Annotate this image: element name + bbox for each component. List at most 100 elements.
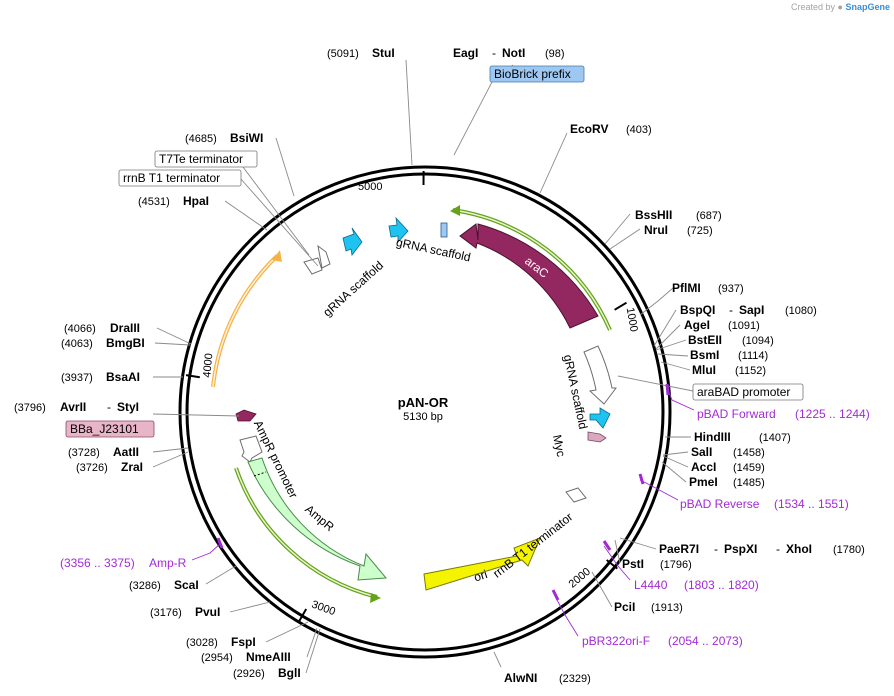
site-bsteii: BstEII (1094) (688, 333, 774, 347)
biobrick-prefix-label: BioBrick prefix (494, 67, 571, 81)
site-draiii-name: DraIII (110, 321, 140, 335)
site-bsiwi-pos: (4685) (185, 133, 217, 145)
site-ecorv-pos: (403) (626, 124, 652, 136)
site-avrii-styi: (3796) AvrII - StyI (14, 400, 139, 414)
primer-amp-r: (3356 .. 3375) Amp-R (60, 556, 187, 570)
site-paer7i-pos: (1780) (833, 544, 865, 556)
site-scai-pos: (3286) (129, 580, 161, 592)
site-avrii-sep: - (107, 400, 111, 414)
ampr-feature (247, 457, 388, 581)
rrnb-terminator-feature-top (317, 244, 331, 269)
site-bsshii-name: BssHII (635, 208, 672, 222)
site-eagi-name: EagI (453, 46, 478, 60)
site-mlui-pos: (1152) (735, 365, 766, 377)
credit-brand: SnapGene (845, 2, 890, 12)
site-pvui-pos: (3176) (150, 607, 182, 619)
arac-feature (459, 223, 599, 329)
t7te-terminator-feature (303, 257, 323, 275)
tick-label-2000: 2000 (567, 566, 593, 591)
site-sapi-name: SapI (739, 303, 764, 317)
site-fspi-name: FspI (231, 635, 256, 649)
tet-arc-inner (212, 255, 278, 388)
site-xhoi-name: XhoI (786, 542, 812, 556)
site-bsiwi-name: BsiWI (230, 131, 263, 145)
site-eagi-pos: (98) (545, 48, 565, 60)
site-pmei-pos: (1485) (733, 477, 765, 489)
primer-l4440: L4440 (1803 .. 1820) (634, 578, 759, 592)
site-bsaai: (3937) BsaAI (61, 370, 140, 384)
snapgene-logo-icon: ● (837, 2, 843, 12)
site-paer7i-name: PaeR7I (659, 542, 699, 556)
site-bsaai-pos: (3937) (61, 372, 93, 384)
site-bmgbi: (4063) BmgBI (61, 336, 145, 350)
leader-lines (152, 59, 694, 674)
site-ecorv-name: EcoRV (570, 122, 608, 136)
primer-amp-r-name: Amp-R (149, 556, 187, 570)
site-hindiii-pos: (1407) (759, 432, 791, 444)
site-pspxi-sep: - (776, 542, 780, 556)
arabad-promoter-label: araBAD promoter (697, 385, 790, 399)
site-nmeaiii-name: NmeAIII (246, 650, 291, 664)
grna-scaffold-arrow-1 (342, 227, 363, 256)
site-pflmi-pos: (937) (718, 283, 744, 295)
site-sali-pos: (1458) (733, 447, 765, 459)
site-avrii-pos: (3796) (14, 402, 46, 414)
site-psti: PstI (1796) (622, 557, 692, 571)
ori-label: ori (472, 567, 489, 584)
site-bsmi: BsmI (1114) (690, 348, 768, 362)
site-bgli-name: BglI (278, 666, 301, 680)
grna-scaffold-arrow-2 (388, 216, 409, 244)
tet-arc-head (272, 250, 282, 262)
site-hpai-pos: (4531) (138, 196, 170, 208)
site-sali-name: SalI (691, 445, 712, 459)
primer-l4440-name: L4440 (634, 578, 668, 592)
site-hindiii: HindIII (1407) (694, 430, 791, 444)
site-bsaai-name: BsaAI (106, 370, 140, 384)
site-stui-name: StuI (372, 46, 395, 60)
site-zrai: (3726) ZraI (76, 460, 143, 474)
biobrick-marker (440, 222, 448, 238)
arac-bound-arc-inner (452, 209, 611, 331)
site-aatii: (3728) AatII (68, 445, 139, 459)
site-alwni-pos: (2329) (559, 673, 591, 685)
primer-pbr322ori-f-range: (2054 .. 2073) (668, 634, 743, 648)
bba-j23101-label: BBa_J23101 (70, 422, 139, 436)
primer-pbad-reverse: pBAD Reverse (1534 .. 1551) (680, 497, 849, 511)
bba-j23101-feature (235, 409, 257, 422)
site-ecorv: EcoRV (403) (570, 122, 652, 136)
primer-pbr322ori-f: pBR322ori-F (2054 .. 2073) (582, 634, 743, 648)
site-mlui-name: MluI (692, 363, 716, 377)
site-bsshii: BssHII (687) (635, 208, 722, 222)
grna-scaffold-label-2: gRNA scaffold (395, 235, 472, 264)
site-zrai-pos: (3726) (76, 462, 108, 474)
site-nmeaiii-pos: (2954) (201, 652, 233, 664)
site-scai-name: ScaI (174, 578, 199, 592)
site-nmeaiii: (2954) NmeAIII (201, 650, 291, 664)
myc-label: Myc (550, 434, 568, 458)
site-fspi-pos: (3028) (186, 637, 218, 649)
primer-pbad-reverse-name: pBAD Reverse (680, 497, 760, 511)
plasmid-name: pAN-OR (398, 395, 449, 410)
site-bgli-pos: (2926) (233, 668, 265, 680)
site-fspi: (3028) FspI (186, 635, 256, 649)
grna-scaffold-label-3: gRNA scaffold (561, 353, 590, 430)
site-aatii-name: AatII (113, 445, 139, 459)
site-paer7i-sep: - (714, 542, 718, 556)
tick-label-3000: 3000 (310, 599, 337, 619)
site-bspqi-sep: - (729, 303, 733, 317)
site-bsiwi: (4685) BsiWI (185, 131, 263, 145)
t7te-terminator-box: T7Te terminator (154, 150, 258, 168)
site-bspqi-pos: (1080) (785, 305, 817, 317)
site-alwni: AlwNI (2329) (504, 671, 591, 685)
plasmid-length: 5130 bp (403, 411, 443, 423)
site-avrii-name: AvrII (60, 400, 86, 414)
site-bspqi-name: BspQI (680, 303, 715, 317)
myc-tag-feature (587, 431, 607, 443)
site-pflmi: PflMI (937) (672, 281, 744, 295)
site-alwni-name: AlwNI (504, 671, 537, 685)
site-pcii: PciI (1913) (614, 600, 683, 614)
tick-label-4000: 4000 (201, 353, 215, 378)
site-pmei-name: PmeI (689, 475, 718, 489)
backbone (178, 165, 672, 659)
